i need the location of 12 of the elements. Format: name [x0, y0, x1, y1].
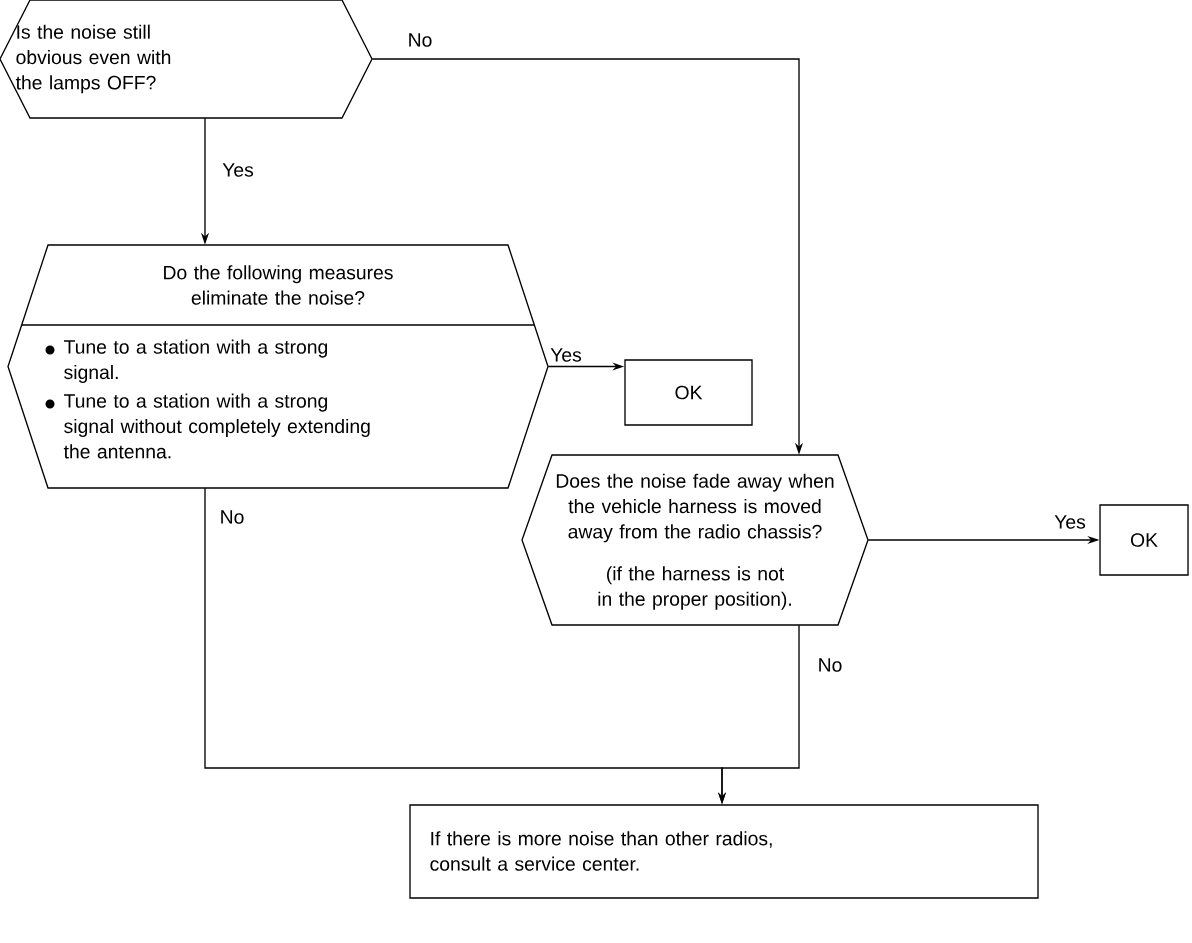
decision-hexagon: Is the noise still obvious even with the lamps OFF?	[0, 0, 373, 119]
edge-label: No	[406, 31, 434, 49]
edge-label: No	[816, 656, 844, 674]
edge-label: Yes	[220, 161, 256, 179]
process-box: If there is more noise than other radios, consult a service center.	[409, 804, 1039, 899]
edge-label: No	[218, 508, 246, 526]
decision-hexagon: Does the noise fade away when the vehicle harness is moved away from the radio chassis? (if the harness is not in the proper position).	[521, 454, 869, 626]
edge-label: Yes	[548, 346, 584, 364]
decision-hexagon: Do the following measures eliminate the noise? Tune to a station with a strong signal. Tune to a station with a strong signal without completely extending the antenna.	[7, 244, 549, 489]
process-box: OK	[624, 359, 753, 426]
process-box: OK	[1099, 504, 1189, 576]
edge-label: Yes	[1052, 513, 1088, 531]
